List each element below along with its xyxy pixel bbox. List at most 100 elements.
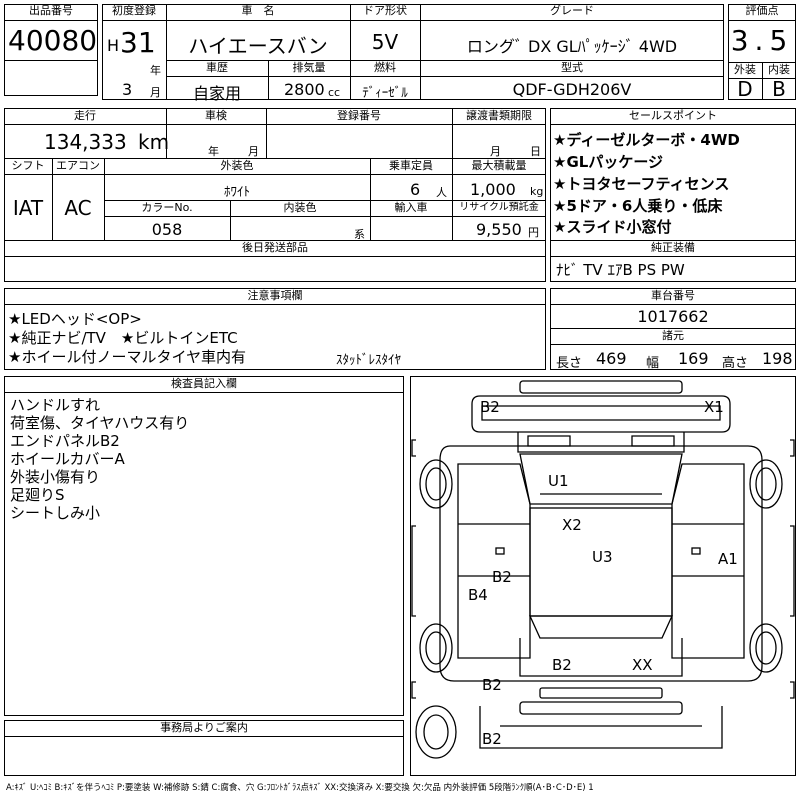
damage-mark: B2 [482,730,502,748]
exterior-score: D [737,77,753,101]
max-load-unit: kg [530,185,544,198]
equipment-label: 純正装備 [651,241,695,254]
interior-color-unit: 系 [354,228,365,241]
transfer-day-unit: 日 [530,145,541,158]
first-reg-label: 初度登録 [112,4,156,17]
transfer-deadline-label: 譲渡書類期限 [466,109,532,122]
chassis-label: 車台番号 [651,289,695,302]
spec-table [4,108,546,282]
mileage: 134,333 [44,130,127,154]
notes-line: ★純正ナビ/TV ★ビルトインETC [8,329,238,347]
recycle-label: リサイクル預託金 [459,202,539,213]
damage-mark: XX [632,656,653,674]
notes-line-extra: ｽﾀｯﾄﾞﾚｽﾀｲﾔ [336,353,401,368]
height-label: 高さ [722,356,749,371]
capacity-unit: 人 [436,186,447,199]
history-label: 車歴 [206,61,228,74]
damage-mark: B2 [480,398,500,416]
lot-number-box [4,4,98,96]
sales-points-box [550,108,796,282]
exterior-label: 外装 [734,63,756,76]
mileage-unit: km [138,130,170,154]
damage-mark: B2 [482,676,502,694]
displacement-label: 排気量 [292,61,326,74]
legend-text: A:ｷｽﾞ U:ﾍｺﾐ B:ｷｽﾞを伴うﾍｺﾐ P:要塗装 W:補修跡 S:錆 … [6,783,594,793]
ac-label: エアコン [56,159,100,172]
vehicle-info-box [102,4,724,100]
inspector-note: 外装小傷有り [10,468,101,486]
inspector-note: 荷室傷、タイヤハウス有り [10,414,190,432]
history: 自家用 [192,84,241,103]
inspection-month-unit: 月 [248,145,259,158]
overall-score: 3.5 [730,24,794,57]
chassis-box [550,288,796,370]
chassis-number: 1017662 [637,307,709,326]
sales-point-item: ★5ドア・6人乗り・低床 [553,197,723,215]
reg-year-unit: 年 [150,64,161,77]
max-load: 1,000 [470,180,516,199]
lot-number: 40080 [8,24,98,57]
displacement-unit: cc [328,86,341,99]
fuel: ﾃﾞｨｰｾﾞﾙ [362,86,408,101]
transfer-month-unit: 月 [490,145,501,158]
reg-year: 31 [120,26,156,59]
max-load-label: 最大積載量 [471,159,527,172]
recycle-fee: 9,550 [476,220,522,239]
dimensions-label: 諸元 [662,329,684,342]
reg-month-unit: 月 [150,86,161,99]
grade-label: グレード [550,4,594,17]
equipment-list: ﾅﾋﾞ TV ｴｱB PS PW [556,261,685,279]
score-label: 評価点 [745,4,779,17]
inspector-box [4,376,404,716]
car-name: ハイエースバン [188,34,328,58]
damage-diagram-box [410,376,796,776]
notes-label: 注意事項欄 [247,289,303,302]
sales-point-item: ★GLパッケージ [553,153,664,171]
inspector-note: ホイールカバーA [10,450,125,468]
capacity: 6 [410,180,421,199]
fuel-label: 燃料 [374,61,396,74]
damage-mark: B4 [468,586,488,604]
car-name-label: 車 名 [241,4,275,17]
damage-mark: B2 [492,568,512,586]
office-box [4,720,404,776]
reg-month: 3 [122,80,133,99]
capacity-label: 乗車定員 [389,159,433,172]
door-type: 5V [371,30,399,54]
sales-points-label: セールスポイント [629,109,717,122]
notes-line: ★LEDヘッド<OP> [8,310,142,328]
damage-mark: A1 [718,550,738,568]
displacement: 2800 [284,80,325,99]
sales-point-item: ★トヨタセーフティセンス [553,175,730,193]
color-no-label: カラーNo. [141,201,193,214]
damage-mark: U1 [548,472,569,490]
shift: IAT [12,196,44,220]
reg-number-label: 登録番号 [337,109,381,122]
model-label: 型式 [561,61,583,74]
vehicle-damage-diagram: B2 X1 U1 X2 U3 A1 B2 B4 B2 XX B2 B2 [411,380,795,759]
office-label: 事務局よりご案内 [160,721,248,734]
inspection-year-unit: 年 [208,145,219,158]
interior-label: 内装 [768,63,790,76]
width-value: 169 [678,349,709,368]
later-parts-label: 後日発送部品 [242,241,308,254]
damage-mark: U3 [592,548,613,566]
length-label: 長さ [556,356,583,371]
grade: ロングﾞ DX GLﾊﾟｯｹｰｼﾞ 4WD [466,37,678,56]
inspector-note: ハンドルすれ [10,396,101,414]
inspector-note: エンドパネルB2 [10,432,120,450]
inspector-note: シートしみ小 [10,504,101,522]
height-value: 198 [762,349,793,368]
damage-mark: X1 [704,398,724,416]
inspector-label: 検査員記入欄 [171,377,237,390]
import-label: 輸入車 [394,201,428,214]
color-label: 外装色 [220,159,254,172]
damage-mark: B2 [552,656,572,674]
air-conditioner: AC [64,196,92,220]
inspector-note: 足廻りS [10,486,65,504]
damage-mark: X2 [562,516,582,534]
recycle-fee-unit: 円 [528,226,539,239]
model-code: QDF-GDH206V [512,80,632,99]
length-value: 469 [596,349,627,368]
era-letter: H [107,36,120,55]
